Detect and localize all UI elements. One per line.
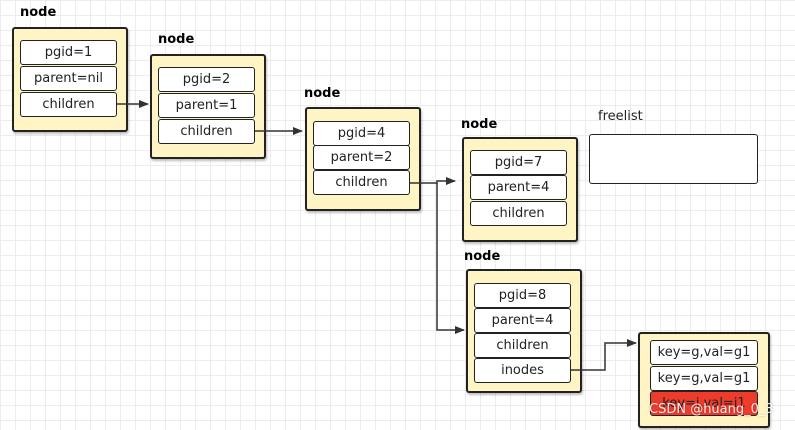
node-1-parent-field: parent=nil	[20, 66, 117, 91]
node-4-parent-field: parent=4	[470, 175, 567, 200]
node-2-parent-field: parent=1	[158, 93, 255, 118]
node-1-pgid-field: pgid=1	[20, 40, 117, 65]
node-2-pgid-field: pgid=2	[158, 67, 255, 92]
inode-item-3: key=i,val=i1	[650, 391, 758, 416]
node-5-inodes-field: inodes	[474, 358, 571, 383]
node-4-pgid-field: pgid=7	[470, 150, 567, 175]
node-1-children-field: children	[20, 92, 117, 117]
node-4-children-field: children	[470, 201, 567, 226]
node-3-pgid-field: pgid=4	[313, 121, 410, 146]
node-5-label: node	[464, 249, 501, 264]
node-4-label: node	[461, 117, 498, 132]
node-2-label: node	[158, 32, 195, 47]
node-1-label: node	[20, 5, 57, 20]
inode-item-2: key=g,val=g1	[650, 366, 758, 391]
node-2-children-field: children	[158, 119, 255, 144]
node-3-children-field: children	[313, 170, 410, 195]
arrow-inodes-to-items	[571, 339, 637, 371]
node-5-pgid-field: pgid=8	[474, 283, 571, 308]
freelist-box	[589, 134, 758, 184]
inode-item-1: key=g,val=g1	[650, 340, 758, 365]
node-5-children-field: children	[474, 333, 571, 358]
node-3-label: node	[304, 86, 341, 101]
freelist-label: freelist	[598, 109, 643, 124]
arrow-node3-to-node5	[436, 183, 465, 334]
node-3-parent-field: parent=2	[313, 145, 410, 170]
node-5-parent-field: parent=4	[474, 308, 571, 333]
arrow-node3-to-node4	[410, 177, 456, 185]
watermark-text: CSDN @huang_0_3	[649, 402, 774, 417]
